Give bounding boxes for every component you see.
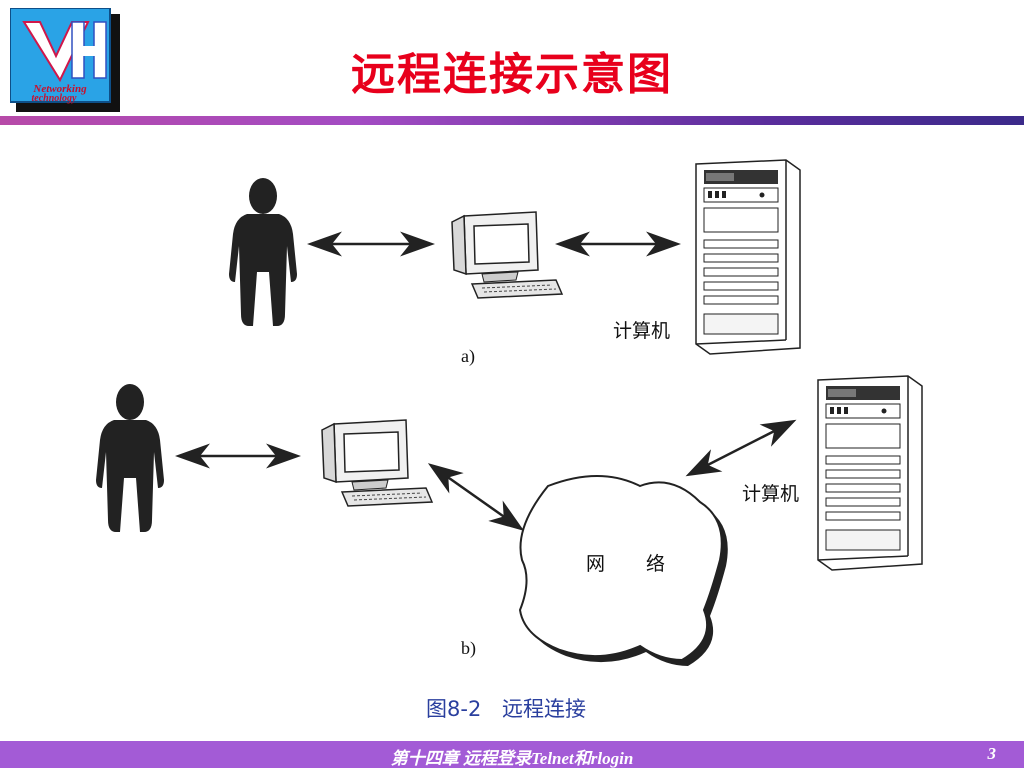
computer-label-a: 计算机 [613, 320, 670, 342]
logo-text-line2: technology [32, 93, 78, 104]
logo-text-line1: Networking [32, 83, 87, 95]
network-label-1: 网 [586, 553, 605, 575]
title-divider [0, 116, 1024, 125]
figure-caption-text: 远程连接 [502, 697, 586, 721]
arrow-terminal-to-network [427, 463, 525, 531]
server-a [695, 159, 801, 355]
part-b-label: b) [461, 638, 476, 659]
slide-title: 远程连接示意图 [351, 49, 673, 100]
networking-technology-logo: Networking technology [10, 8, 120, 112]
page-number: 3 [987, 744, 997, 763]
footer-chapter-text: 第十四章 远程登录Telnet和rlogin [390, 749, 634, 768]
terminal-b [321, 419, 433, 507]
user-figure-b [96, 384, 164, 532]
computer-label-b: 计算机 [742, 483, 799, 505]
user-figure-a [229, 178, 297, 326]
figure-caption-number: 图8-2 [426, 697, 481, 721]
server-b [817, 375, 923, 571]
network-label-2: 络 [646, 553, 665, 575]
footer-bar: 第十四章 远程登录Telnet和rlogin 3 [0, 741, 1024, 768]
network-cloud [518, 475, 728, 666]
terminal-a [451, 211, 563, 299]
remote-connection-diagram: 计算机 a) 网 络 计算机 b) 图8-2 远程连接 [96, 159, 923, 721]
arrow-network-to-computer-b [685, 419, 797, 477]
part-a-label: a) [461, 346, 475, 367]
